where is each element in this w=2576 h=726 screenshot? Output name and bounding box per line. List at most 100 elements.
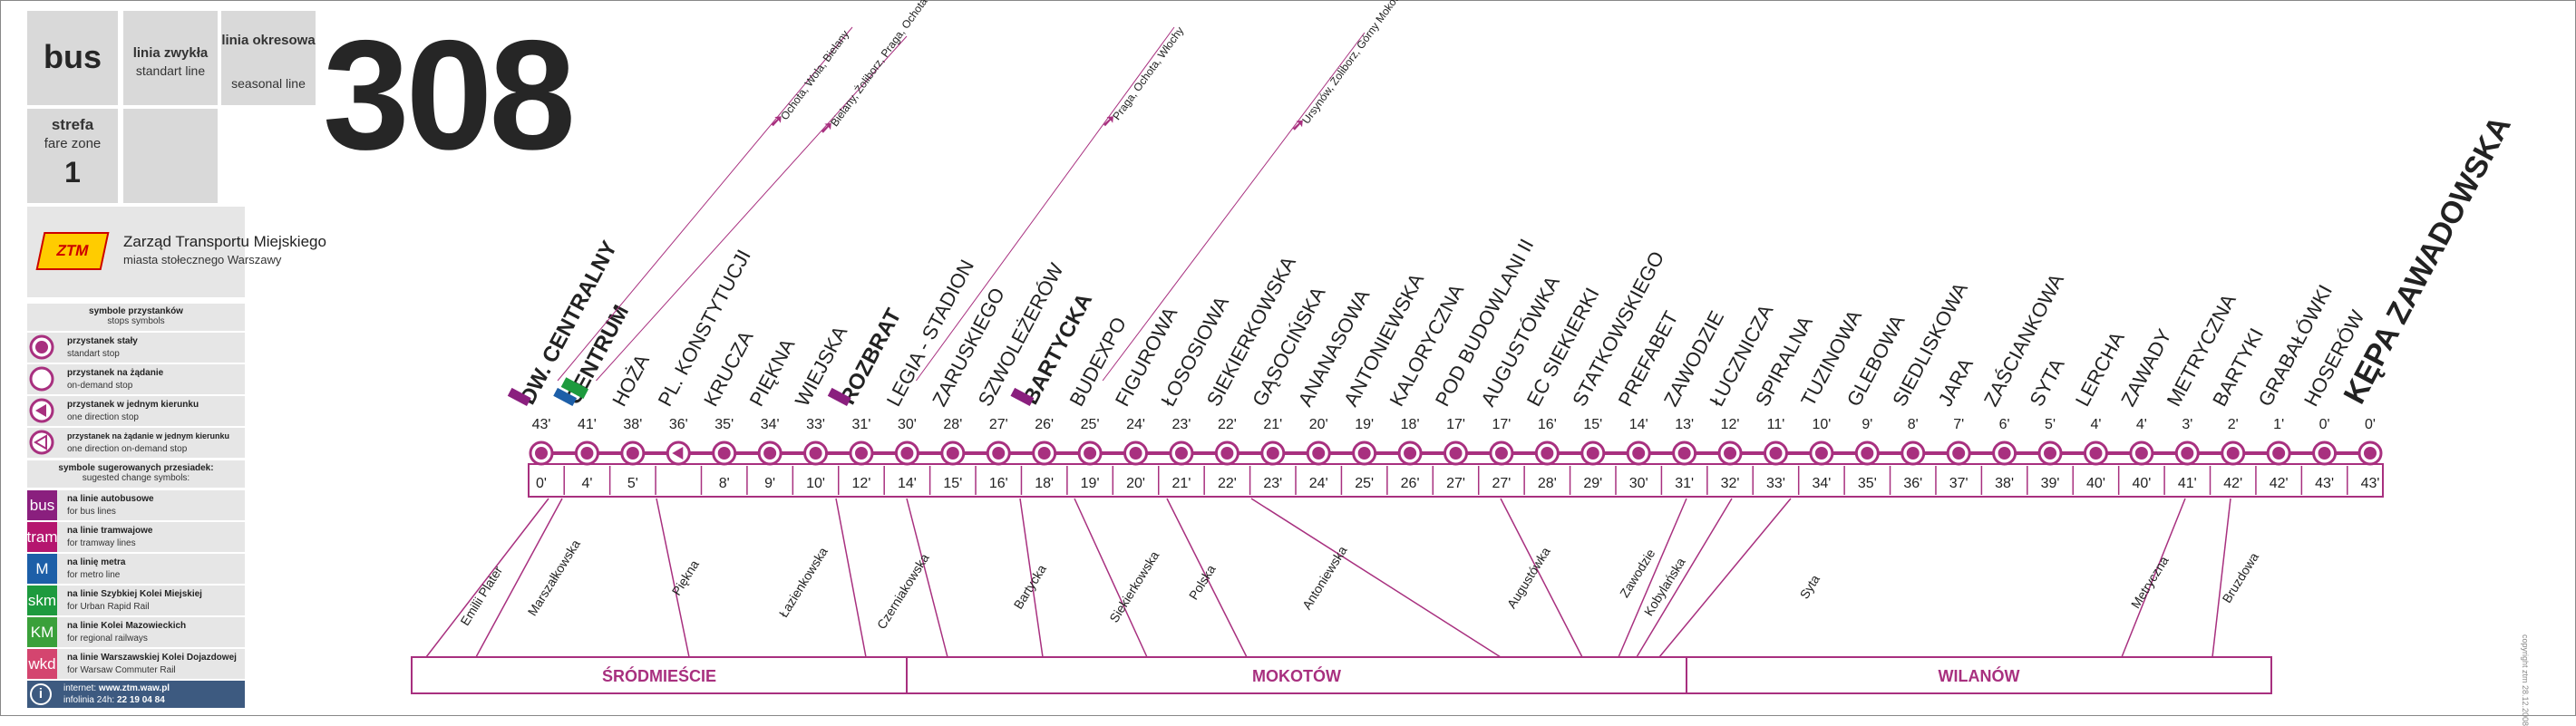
stop-time-forward: 10': [1812, 417, 1831, 432]
stop-marker-dot: [1220, 447, 1234, 460]
legend-ondemand-stop-sub: on-demand stop: [67, 381, 133, 391]
stop-time-forward: 19': [1355, 417, 1374, 432]
stop-marker-dot: [2272, 447, 2286, 460]
stop-marker-dot: [1404, 447, 1417, 460]
stop-marker-dot: [1494, 447, 1508, 460]
stop-marker-dot: [809, 447, 822, 460]
seasonal-title: linia okresowa: [221, 33, 316, 48]
connection-label: Ursynów, Żoliborz, Górny Mokotów, Ochota: [1299, 0, 1433, 126]
legend-ondemand-stop: przystanek na żądanie on-demand stop: [27, 364, 245, 394]
street-label: Metryczna: [2128, 554, 2172, 611]
street-line: [1019, 498, 1044, 658]
stop-time-forward: 4': [2136, 417, 2147, 432]
stop-time-return: 34': [1812, 476, 1831, 491]
stop-marker-dot: [717, 447, 731, 460]
street-line: [1166, 498, 1248, 658]
legend-one-direction-stop-title: przystanek w jednym kierunku: [67, 400, 199, 410]
stop-time-forward: 26': [1035, 417, 1054, 432]
stop-time-return: 25': [1355, 476, 1374, 491]
skm-badge-icon: [560, 377, 589, 399]
stop-time-return: 22': [1218, 476, 1237, 491]
connection-line: [1102, 32, 1366, 382]
stop-time-forward: 7': [1953, 417, 1964, 432]
legend-mode-title: na linie Warszawskiej Kolei Dojazdowej: [67, 653, 237, 663]
stop-marker-dot: [2134, 447, 2148, 460]
legend-mode-sub: for tramway lines: [67, 538, 136, 548]
stop-marker-dot: [1357, 447, 1371, 460]
stop-time-return: 29': [1583, 476, 1602, 491]
one-direction-ondemand-stop-icon: [29, 430, 54, 455]
legend-mode-sub: for Urban Rapid Rail: [67, 602, 150, 612]
line-type-title: linia zwykła: [132, 45, 209, 61]
return-times-bar: [528, 463, 2384, 498]
line-type-box: linia zwykła standart line: [123, 11, 218, 105]
stop-marker-dot: [946, 447, 959, 460]
stop-time-forward: 20': [1309, 417, 1328, 432]
stop-time-forward: 41': [578, 417, 597, 432]
street-label: Bruzdowa: [2219, 550, 2261, 605]
street-label: Łazienkowska: [776, 545, 831, 620]
zone-title: strefa: [51, 116, 94, 133]
street-line: [1500, 498, 1583, 658]
stop-marker-dot: [1541, 447, 1554, 460]
street-line: [475, 498, 563, 658]
street-line: [1074, 498, 1148, 658]
legend-mode-sub: for metro line: [67, 570, 121, 580]
stop-time-return: 4': [581, 476, 592, 491]
stop-name: HOŻA: [608, 350, 654, 410]
stop-time-forward: 5': [2045, 417, 2056, 432]
legend-mode-title: na linie autobusowe: [67, 494, 154, 504]
stop-time-return: 36': [1903, 476, 1922, 491]
stop-marker-dot: [1084, 447, 1097, 460]
street-line: [1636, 498, 1733, 658]
street-label: Emilii Plater: [457, 563, 505, 627]
operator-sub: miasta stołecznego Warszawy: [123, 253, 282, 266]
stop-time-forward: 31': [852, 417, 871, 432]
stop-marker-dot: [580, 447, 594, 460]
stop-marker-dot: [2318, 447, 2331, 460]
stop-marker-dot: [1998, 447, 2011, 460]
stop-time-forward: 3': [2182, 417, 2192, 432]
stop-time-return: 33': [1766, 476, 1785, 491]
stop-time-return: 23': [1263, 476, 1282, 491]
zone-number: 1: [64, 156, 81, 189]
legend-mode-sub: for Warsaw Commuter Rail: [67, 665, 176, 675]
bus-mode-icon: bus: [27, 490, 57, 520]
legend-one-direction-ondemand-stop-sub: one direction on-demand stop: [67, 444, 188, 454]
stop-time-forward: 30': [898, 417, 917, 432]
street-label: Czerniakowska: [874, 551, 932, 632]
stop-time-forward: 1': [2273, 417, 2284, 432]
legend-one-direction-ondemand-stop-title: przystanek na żądanie w jednym kierunku: [67, 431, 230, 440]
stop-time-return: 40': [2132, 476, 2151, 491]
zone-sub: fare zone: [44, 136, 102, 151]
line-type-sub: standart line: [135, 63, 206, 78]
stop-time-return: 31': [1675, 476, 1694, 491]
info-hotline-label: infolinia 24h:: [63, 695, 115, 705]
street-label: Marszałkowska: [525, 537, 583, 618]
bus-label: bus: [43, 38, 102, 75]
connection-label: Bielany, Żoliborz, Praga, Ochota: [828, 0, 930, 129]
stop-marker-dot: [2364, 447, 2377, 460]
stop-marker-dot: [1861, 447, 1874, 460]
stop-time-return: 41': [2178, 476, 2197, 491]
street-line: [1658, 498, 1792, 658]
stop-marker-dot: [2089, 447, 2103, 460]
transfer-badge-icon: [553, 387, 578, 406]
legend-mode-title: na linie Szybkiej Kolei Miejskiej: [67, 589, 202, 599]
district-box: [1686, 656, 2272, 694]
stop-marker-dot: [2226, 447, 2240, 460]
street-label: Syta: [1797, 572, 1823, 601]
info-internet-link[interactable]: www.ztm.waw.pl: [98, 683, 170, 693]
stop-time-return: 43': [2315, 476, 2334, 491]
stop-time-return: 42': [2270, 476, 2289, 491]
stop-time-return: 15': [943, 476, 962, 491]
stop-marker-dot: [626, 447, 639, 460]
street-line: [656, 498, 690, 658]
stop-marker-dot: [1449, 447, 1463, 460]
stop-time-forward: 17': [1492, 417, 1511, 432]
legend-stops-sub: stops symbols: [107, 316, 165, 326]
stop-time-return: 18': [1035, 476, 1054, 491]
legend-mode-title: na linie tramwajowe: [67, 526, 153, 536]
